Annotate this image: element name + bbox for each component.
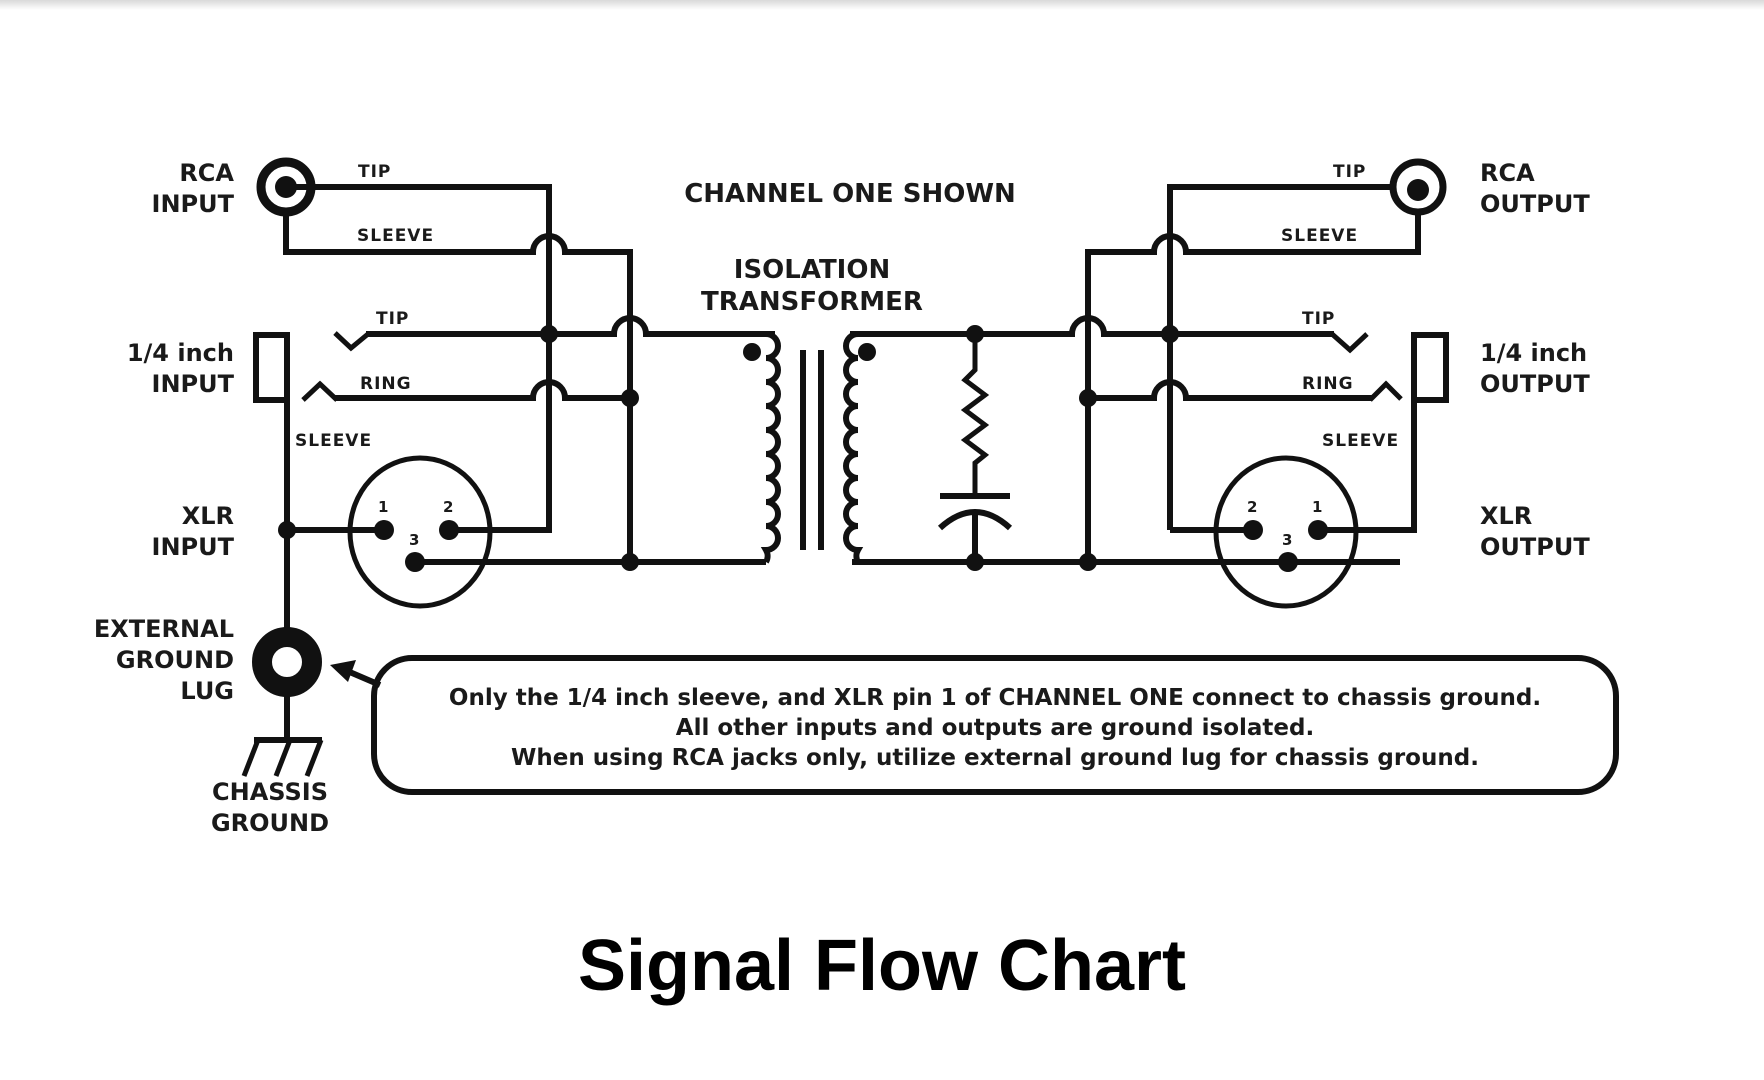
quarter-input-tip-contact (333, 331, 370, 352)
ground-lug-label-1: EXTERNAL (94, 615, 234, 643)
top-shade (0, 0, 1764, 10)
quarter-input-jack-icon (253, 332, 287, 403)
rca-output-tip-label: TIP (1333, 162, 1366, 182)
rca-input-tip-wire (286, 184, 552, 533)
quarter-input-ring-wire (335, 379, 630, 401)
xlr-input-pin-3: 3 (409, 531, 419, 549)
note-line-2: All other inputs and outputs are ground … (676, 715, 1314, 741)
capacitor-icon (937, 493, 1013, 562)
quarter-input-tip-label: TIP (376, 309, 409, 329)
junction-dot (540, 325, 558, 343)
quarter-output-ring-wire (1088, 379, 1372, 401)
ground-lug-icon (252, 627, 322, 697)
transformer-label-line1: ISOLATION (734, 255, 890, 285)
chassis-ground-label-1: CHASSIS (212, 778, 328, 806)
quarter-output-tip-label: TIP (1302, 309, 1335, 329)
xlr-input-label-2: INPUT (152, 533, 235, 561)
quarter-input-label-2: INPUT (152, 370, 235, 398)
quarter-output-jack-icon (1414, 332, 1449, 403)
junction-dot (966, 553, 984, 571)
quarter-output-tip-contact (1330, 332, 1369, 354)
xlr-output-label-2: OUTPUT (1480, 533, 1590, 561)
rca-output-sleeve-label: SLEEVE (1281, 226, 1358, 246)
xlr-input-pin-1: 1 (378, 498, 388, 516)
quarter-input-sleeve-label: SLEEVE (295, 431, 372, 451)
resistor-icon (960, 334, 990, 495)
rca-input-label-1: RCA (179, 159, 234, 187)
rca-output-label-2: OUTPUT (1480, 190, 1590, 218)
quarter-output-sleeve-label: SLEEVE (1322, 431, 1399, 451)
quarter-output-label-2: OUTPUT (1480, 370, 1590, 398)
rca-output-jack-icon (1389, 158, 1447, 216)
note-line-3: When using RCA jacks only, utilize exter… (511, 745, 1479, 771)
note-line-1: Only the 1/4 inch sleeve, and XLR pin 1 … (449, 685, 1541, 711)
quarter-output-ring-contact (1368, 380, 1403, 402)
xlr-input-label-1: XLR (182, 502, 234, 530)
xlr-output-pin-1: 1 (1312, 498, 1322, 516)
junction-dot (621, 389, 639, 407)
quarter-input-ring-contact (301, 380, 339, 402)
rca-input-sleeve-label: SLEEVE (357, 226, 434, 246)
quarter-input-label-1: 1/4 inch (127, 339, 234, 367)
output-sleeve-wire (1318, 332, 1417, 533)
ground-lug-label-2: GROUND (116, 646, 234, 674)
arrow-to-ground-lug-icon (330, 660, 382, 688)
transformer-core-icon (800, 350, 824, 550)
transformer-primary-winding-icon (630, 331, 781, 565)
chassis-ground-icon (241, 737, 324, 777)
quarter-input-tip-wire (366, 315, 775, 337)
rca-output-label-1: RCA (1480, 159, 1535, 187)
quarter-input-ring-label: RING (360, 374, 412, 394)
figure-caption: Signal Flow Chart (577, 926, 1187, 1006)
rca-input-sleeve-wire (283, 212, 633, 565)
xlr-input-pin-2: 2 (443, 498, 453, 516)
secondary-hot-wire (1069, 315, 1170, 337)
transformer-label-line2: TRANSFORMER (701, 287, 923, 317)
ground-lug-label-3: LUG (180, 677, 234, 705)
rca-input-label-2: INPUT (152, 190, 235, 218)
output-hot-bus (1167, 184, 1418, 530)
chassis-ground-label-2: GROUND (211, 809, 329, 837)
quarter-output-label-1: 1/4 inch (1480, 339, 1587, 367)
xlr-output-pin-2: 2 (1247, 498, 1257, 516)
xlr-output-label-1: XLR (1480, 502, 1532, 530)
channel-one-label: CHANNEL ONE SHOWN (684, 179, 1016, 209)
note-callout-box (371, 655, 1619, 795)
xlr-output-pin-3: 3 (1282, 531, 1292, 549)
rca-input-tip-label: TIP (358, 162, 391, 182)
quarter-output-ring-label: RING (1302, 374, 1354, 394)
